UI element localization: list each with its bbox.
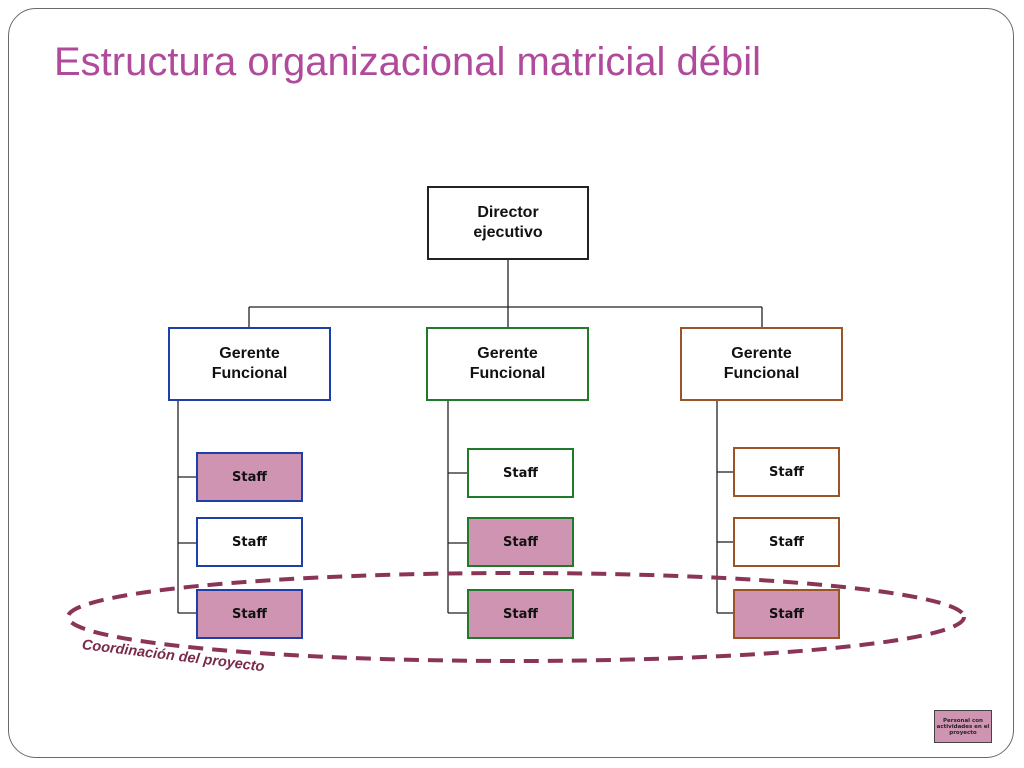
manager-label: Gerente Funcional (211, 345, 288, 382)
staff-box-left-1: Staff (196, 452, 303, 502)
staff-box-center-3: Staff (467, 589, 574, 639)
legend-box: Personal con actividades en el proyecto (934, 710, 992, 743)
director-label: Director ejecutivo (473, 204, 543, 241)
staff-label: Staff (769, 534, 804, 550)
staff-box-right-1: Staff (733, 447, 840, 497)
staff-label: Staff (769, 606, 804, 622)
staff-box-center-1: Staff (467, 448, 574, 498)
project-coordination-ellipse (66, 571, 966, 663)
manager-label: Gerente Funcional (469, 345, 546, 382)
staff-label: Staff (503, 606, 538, 622)
manager-box-center: Gerente Funcional (426, 327, 589, 401)
staff-box-right-3: Staff (733, 589, 840, 639)
staff-label: Staff (769, 464, 804, 480)
staff-label: Staff (232, 469, 267, 485)
staff-label: Staff (232, 534, 267, 550)
legend-label: Personal con actividades en el proyecto (936, 717, 990, 736)
manager-box-left: Gerente Funcional (168, 327, 331, 401)
staff-label: Staff (503, 534, 538, 550)
staff-label: Staff (232, 606, 267, 622)
staff-box-left-2: Staff (196, 517, 303, 567)
slide-title: Estructura organizacional matricial débi… (54, 40, 761, 84)
staff-box-right-2: Staff (733, 517, 840, 567)
staff-box-center-2: Staff (467, 517, 574, 567)
staff-box-left-3: Staff (196, 589, 303, 639)
director-box: Director ejecutivo (427, 186, 589, 260)
staff-label: Staff (503, 465, 538, 481)
manager-box-right: Gerente Funcional (680, 327, 843, 401)
manager-label: Gerente Funcional (723, 345, 800, 382)
